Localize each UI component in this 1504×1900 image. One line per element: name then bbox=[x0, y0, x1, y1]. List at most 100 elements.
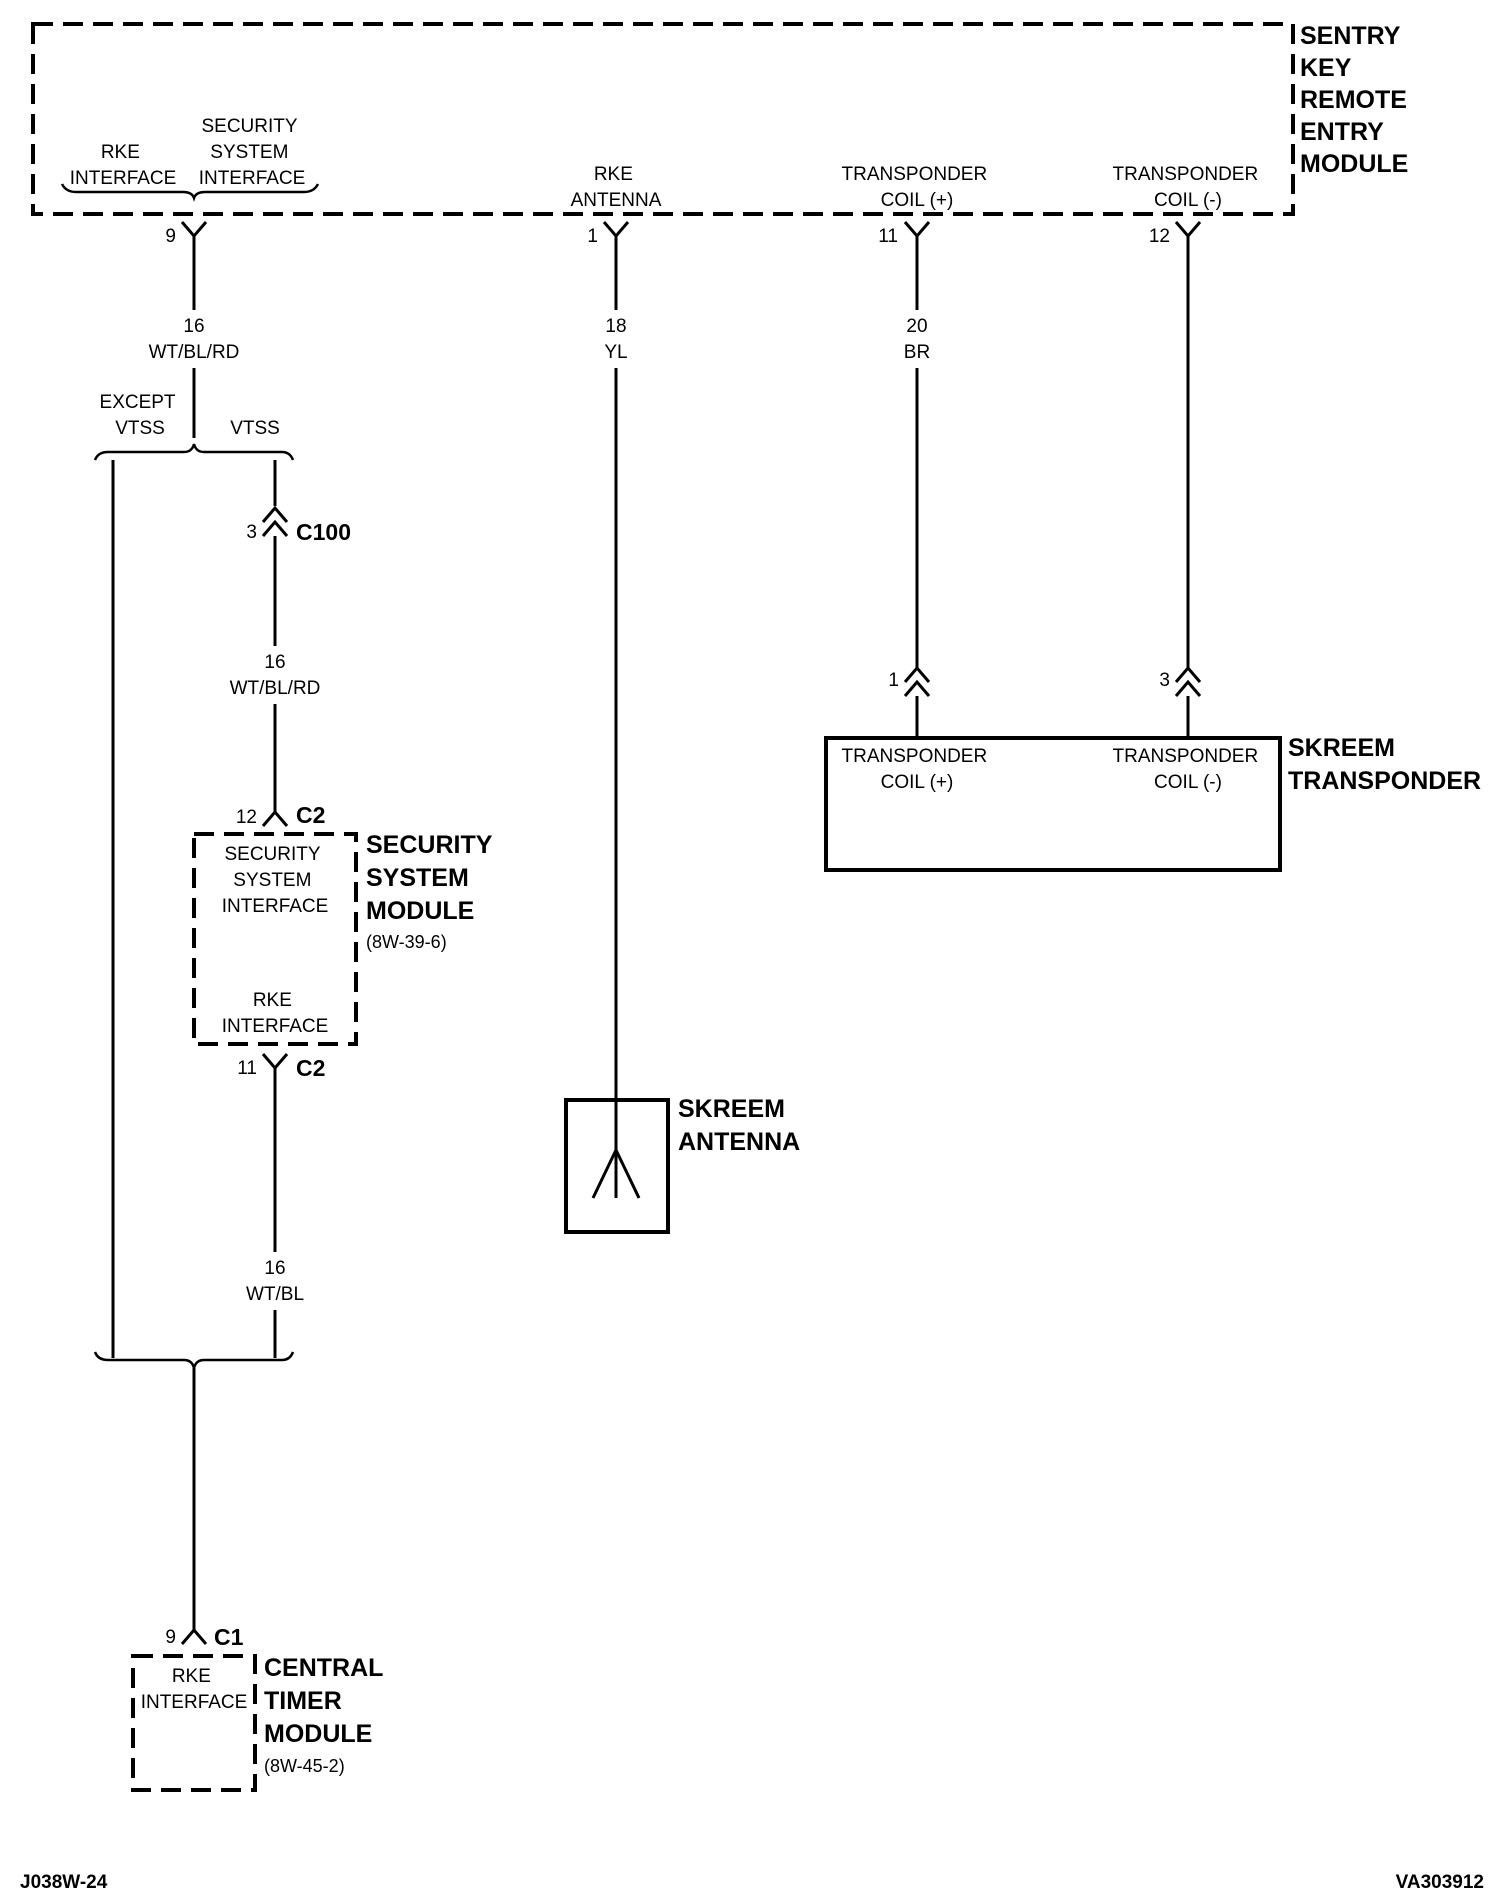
ctm-connector: C1 bbox=[214, 1624, 244, 1650]
svg-text:SECURITY SYSTEM IN: SECURITY SYSTEM INTERFACE bbox=[199, 116, 306, 189]
wire-2-gauge: 18 bbox=[605, 316, 626, 337]
split-except-line-1: EXCEPT bbox=[100, 392, 176, 413]
transponder-coil-neg-line-1: TRANSPONDER bbox=[1113, 746, 1259, 767]
sentry-coil-neg-line-1: TRANSPONDER bbox=[1113, 164, 1259, 185]
footer-left-code: J038W-24 bbox=[20, 1872, 108, 1893]
sentry-pin-12-terminal bbox=[1174, 221, 1202, 239]
sentry-coil-pos-line-2: COIL (+) bbox=[881, 190, 954, 211]
sentry-module-outline bbox=[31, 22, 1295, 216]
sentry-coil-pos-line-1: TRANSPONDER bbox=[842, 164, 988, 185]
ssm-outline bbox=[192, 832, 358, 1046]
ctm-outline bbox=[131, 1654, 257, 1792]
svg-text:RKE INTERFACE: RKE INTERFACE bbox=[222, 990, 329, 1037]
c100-connector-symbol bbox=[261, 505, 289, 537]
sentry-pin-11-terminal bbox=[903, 221, 931, 239]
wire-3-color: BR bbox=[904, 342, 930, 363]
transponder-pin-1-connector bbox=[903, 665, 931, 697]
ssm-bottom-connector: C2 bbox=[296, 1055, 325, 1081]
ssm-top-interface-line-1: SECURITY bbox=[224, 844, 320, 865]
ctm-reference: (8W-45-2) bbox=[264, 1756, 345, 1776]
ctm-name-line-3: MODULE bbox=[264, 1720, 372, 1748]
sentry-pin-1-number: 1 bbox=[587, 226, 598, 247]
wire-2-color: YL bbox=[604, 342, 627, 363]
svg-text:SECURITY SYSTEM IN: SECURITY SYSTEM INTERFACE bbox=[222, 844, 329, 917]
ctm-pin-terminal bbox=[180, 1627, 208, 1645]
sentry-security-interface-line-3: INTERFACE bbox=[199, 168, 306, 189]
skreem-antenna-box bbox=[564, 1098, 670, 1234]
sentry-security-interface-line-1: SECURITY bbox=[201, 116, 297, 137]
sentry-pin-12-number: 12 bbox=[1149, 226, 1170, 247]
c100-pin-number: 3 bbox=[246, 522, 257, 543]
ssm-reference: (8W-39-6) bbox=[366, 932, 447, 952]
transponder-pin-1-number: 1 bbox=[888, 670, 899, 691]
sentry-coil-neg-line-2: COIL (-) bbox=[1154, 190, 1222, 211]
sentry-pin-11-number: 11 bbox=[878, 226, 898, 247]
svg-text:TRANSPONDER COIL (+): TRANSPONDER COIL (+) bbox=[842, 746, 993, 793]
sentry-name-line-2: KEY bbox=[1300, 54, 1352, 82]
sentry-pin-9-terminal bbox=[180, 221, 208, 239]
sentry-name-line-3: REMOTE bbox=[1300, 86, 1407, 114]
split-vtss-label: VTSS bbox=[230, 418, 280, 439]
transponder-pin-3-number: 3 bbox=[1159, 670, 1170, 691]
svg-text:SKREEM TRANSPONDER: SKREEM TRANSPONDER bbox=[1288, 734, 1481, 795]
ssm-bottom-pin-terminal bbox=[261, 1053, 289, 1071]
antenna-symbol bbox=[591, 1149, 641, 1199]
ssm-bottom-interface-line-2: INTERFACE bbox=[222, 1016, 329, 1037]
wire-5-color: WT/BL bbox=[246, 1284, 304, 1305]
ssm-name-line-3: MODULE bbox=[366, 897, 474, 925]
svg-text:CENTRAL TIMER MODU: CENTRAL TIMER MODULE bbox=[264, 1654, 390, 1748]
wire-4-color: WT/BL/RD bbox=[230, 678, 321, 699]
ssm-name-line-2: SYSTEM bbox=[366, 864, 469, 892]
split-except-line-2: VTSS bbox=[115, 418, 165, 439]
wire-1-color: WT/BL/RD bbox=[149, 342, 240, 363]
join-brace-bottom bbox=[93, 1351, 295, 1369]
sentry-interface-brace bbox=[60, 183, 320, 202]
sentry-pin-1-terminal bbox=[602, 221, 630, 239]
ssm-top-interface-line-2: SYSTEM bbox=[233, 870, 311, 891]
svg-text:SENTRY KEY REMOTE: SENTRY KEY REMOTE ENTRY MODULE bbox=[1300, 22, 1414, 178]
transponder-coil-neg-line-2: COIL (-) bbox=[1154, 772, 1222, 793]
ssm-bottom-pin-number: 11 bbox=[237, 1058, 257, 1079]
sentry-security-interface-line-2: SYSTEM bbox=[210, 142, 288, 163]
c100-connector-name: C100 bbox=[296, 519, 351, 545]
wire-1-gauge: 16 bbox=[183, 316, 204, 337]
transponder-coil-pos-line-2: COIL (+) bbox=[881, 772, 954, 793]
ssm-top-connector: C2 bbox=[296, 802, 325, 828]
antenna-name-line-1: SKREEM bbox=[678, 1095, 785, 1123]
svg-text:TRANSPONDER COIL (+): TRANSPONDER COIL (+) bbox=[842, 164, 993, 211]
svg-text:EXCEPT VTSS: EXCEPT VTSS bbox=[100, 392, 181, 439]
transponder-name-line-2: TRANSPONDER bbox=[1288, 767, 1481, 795]
ssm-name-line-1: SECURITY bbox=[366, 831, 493, 859]
sentry-rke-interface-line-2: INTERFACE bbox=[70, 168, 177, 189]
ctm-pin-number: 9 bbox=[165, 1627, 176, 1648]
sentry-rke-antenna-line-1: RKE bbox=[594, 164, 633, 185]
security-system-module: 12 C2 SECURITY SYSTEM INTERFACE RKE INTE… bbox=[93, 802, 499, 1630]
svg-text:TRANSPONDER COIL (-): TRANSPONDER COIL (-) bbox=[1113, 746, 1264, 793]
ctm-interface-line-2: INTERFACE bbox=[141, 1692, 248, 1713]
skreem-antenna-circuit: 18 YL SKREEM ANTENNA bbox=[564, 236, 800, 1234]
sentry-name-line-4: ENTRY bbox=[1300, 118, 1384, 146]
svg-text:SECURITY SYSTEM MO: SECURITY SYSTEM MODULE bbox=[366, 831, 499, 925]
svg-text:SKREEM ANTENNA: SKREEM ANTENNA bbox=[678, 1095, 800, 1156]
antenna-name-line-2: ANTENNA bbox=[678, 1128, 800, 1156]
ssm-bottom-interface-line-1: RKE bbox=[253, 990, 292, 1011]
wire-security-circuit: 16 WT/BL/RD EXCEPT VTSS VTSS 3 C100 16 W… bbox=[93, 236, 351, 1358]
central-timer-module: 9 C1 RKE INTERFACE CENTRAL TIMER MODULE … bbox=[131, 1624, 390, 1792]
svg-text:RKE ANTENNA: RKE ANTENNA bbox=[571, 164, 662, 211]
split-brace-top bbox=[93, 443, 295, 461]
ssm-top-pin-terminal bbox=[261, 809, 289, 827]
ssm-top-interface-line-3: INTERFACE bbox=[222, 896, 329, 917]
footer-right-code: VA303912 bbox=[1396, 1872, 1484, 1893]
wire-4-gauge: 16 bbox=[264, 652, 285, 673]
sentry-name-line-1: SENTRY bbox=[1300, 22, 1401, 50]
skreem-transponder-box bbox=[824, 736, 1282, 872]
ssm-top-pin-number: 12 bbox=[236, 807, 257, 828]
wire-3-gauge: 20 bbox=[906, 316, 927, 337]
svg-text:RKE INTERFACE: RKE INTERFACE bbox=[70, 142, 177, 189]
sentry-pin-9-number: 9 bbox=[165, 226, 176, 247]
svg-text:TRANSPONDER COIL (-): TRANSPONDER COIL (-) bbox=[1113, 164, 1264, 211]
svg-text:RKE INTERFACE: RKE INTERFACE bbox=[141, 1666, 248, 1713]
ctm-name-line-2: TIMER bbox=[264, 1687, 342, 1715]
transponder-coil-pos-line-1: TRANSPONDER bbox=[842, 746, 988, 767]
